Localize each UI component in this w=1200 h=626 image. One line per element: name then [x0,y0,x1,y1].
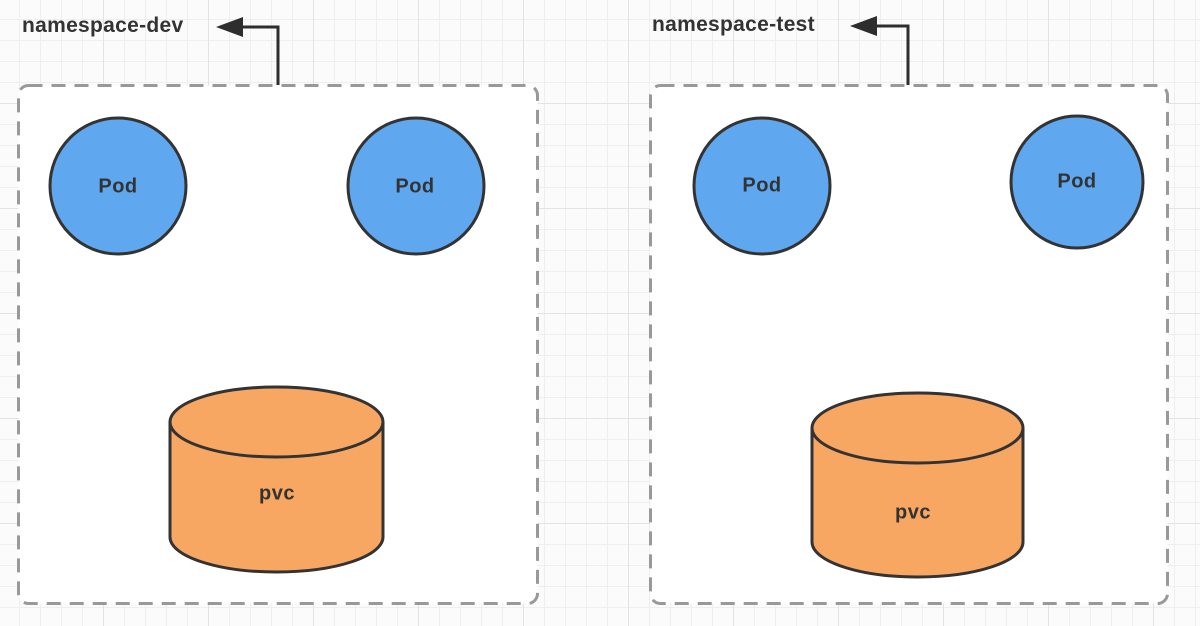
namespace-dev-label: namespace-dev [22,14,184,37]
namespace-test-arrow [850,16,910,85]
pvc-cylinder-test-body [810,391,1025,579]
pod-label-test-2: Pod [1057,170,1097,193]
namespace-dev-arrow-line [240,25,280,85]
pod-circle-dev-1 [48,116,188,256]
pvc-cylinder-test-seam [810,427,1025,465]
pod-circle-test-2 [1009,114,1145,250]
pvc-label-dev: pvc [259,482,295,505]
namespace-test-label: namespace-test [652,13,815,36]
namespace-dev-arrowhead-icon [216,17,243,37]
pvc-cylinder-dev-body [168,385,385,574]
pvc-label-test: pvc [895,501,931,524]
pvc-cylinder-test [810,391,1025,579]
namespace-test-arrowhead-icon [850,16,877,36]
pvc-cylinder-dev [168,385,385,574]
namespace-test-arrow-line [874,24,910,85]
pod-label-dev-2: Pod [395,175,435,198]
namespace-dev-arrow [216,17,280,85]
pod-circle-dev-2 [346,116,486,256]
pod-label-test-1: Pod [742,174,782,197]
pvc-cylinder-dev-seam [168,421,385,459]
pod-circle-test-1 [692,116,832,256]
pod-label-dev-1: Pod [98,175,138,198]
